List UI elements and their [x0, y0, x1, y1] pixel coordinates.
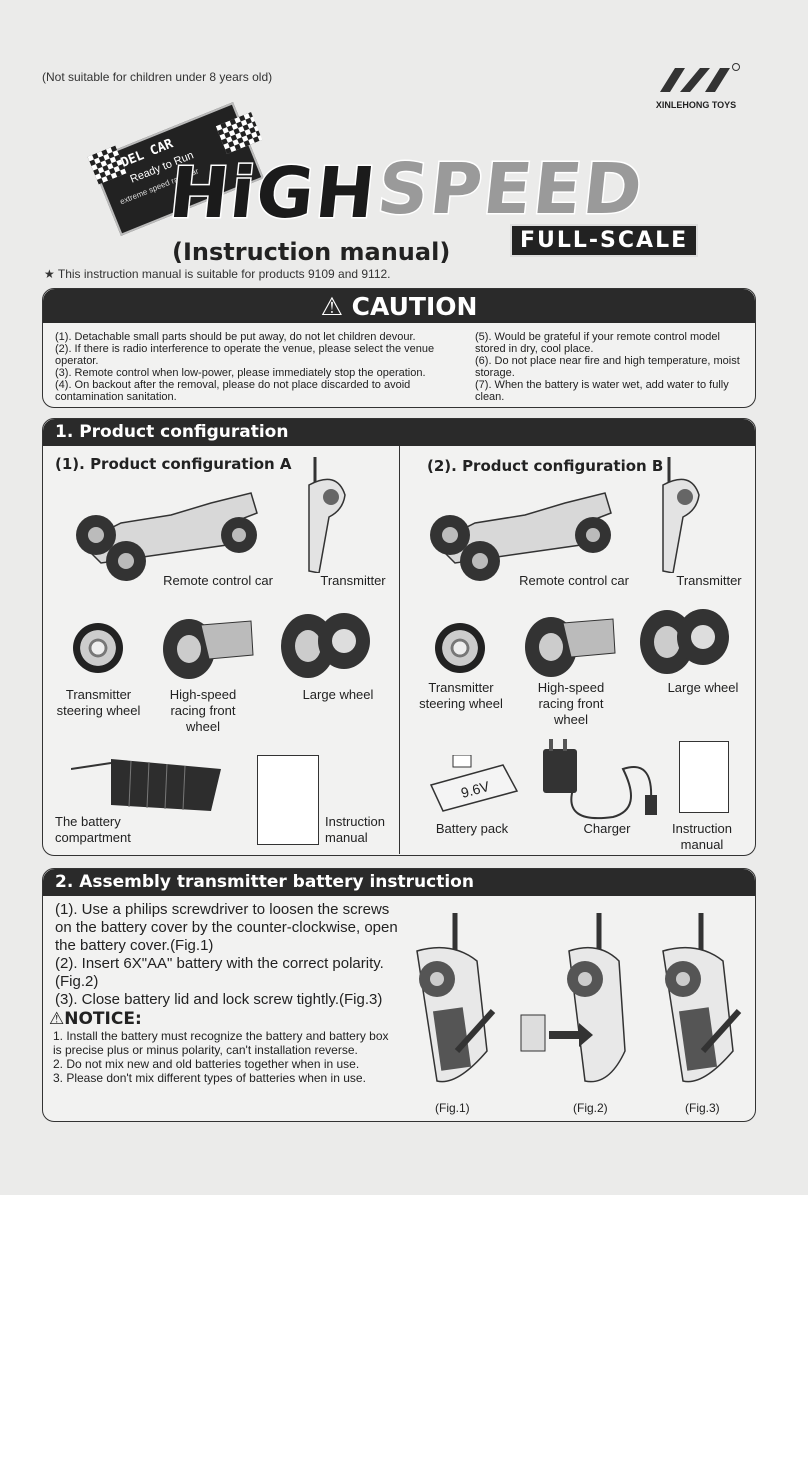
label-large-wheel-a: Large wheel: [302, 687, 374, 702]
label-battery-pack: Battery pack: [435, 821, 509, 836]
battery-voltage-label: 9.6V: [459, 778, 492, 801]
label-steering-wheel-b: Transmitter steering wheel: [419, 680, 503, 711]
steering-wheel-image: [73, 623, 123, 673]
notice-item: 1. Install the battery must recognize th…: [53, 1029, 389, 1057]
fig1-transmitter-image: [416, 913, 496, 1083]
label-charger: Charger: [583, 821, 631, 836]
manual-subtitle: (Instruction manual): [172, 238, 451, 266]
large-wheel-image: [281, 613, 370, 678]
remote-control-car-image: [430, 492, 612, 581]
notice-item: 2. Do not mix new and old batteries toge…: [53, 1057, 360, 1071]
config-b-title: (2). Product configuration B: [427, 457, 664, 475]
products-note: ★ This instruction manual is suitable fo…: [44, 267, 391, 281]
label-steering-wheel-a: Transmitter steering wheel: [56, 687, 141, 718]
steering-wheel-image: [435, 623, 485, 673]
charger-image: [543, 739, 657, 820]
section1-title: 1. Product configuration: [55, 422, 289, 442]
fig2-caption: (Fig.2): [573, 1101, 608, 1115]
product-configuration-box: 1. Product configuration (1). Product co…: [42, 418, 756, 856]
title-high: HiGH: [164, 151, 382, 236]
caution-item: (4). On backout after the removal, pleas…: [55, 379, 411, 403]
age-notice: (Not suitable for children under 8 years…: [42, 70, 273, 84]
label-front-wheel-b: High-speed racing front wheel: [537, 680, 605, 727]
remote-control-car-image: [76, 492, 258, 581]
transmitter-image: [662, 457, 700, 573]
label-remote-control-car-b: Remote control car: [519, 573, 629, 588]
manual-image: [679, 741, 729, 813]
fig3-caption: (Fig.3): [685, 1101, 720, 1115]
section2-title: 2. Assembly transmitter battery instruct…: [55, 872, 474, 892]
fig1-caption: (Fig.1): [435, 1101, 470, 1115]
caution-item: (1). Detachable small parts should be pu…: [55, 331, 416, 343]
caution-left-list: (1). Detachable small parts should be pu…: [55, 331, 460, 403]
caution-item: (2). If there is radio interference to o…: [55, 343, 435, 367]
label-front-wheel-a: High-speed racing front wheel: [169, 687, 237, 734]
caution-item: (7). When the battery is water wet, add …: [475, 379, 729, 403]
manual-page: (Not suitable for children under 8 years…: [0, 0, 808, 1195]
fig2-transmitter-image: [520, 913, 626, 1083]
caution-header: ⚠ CAUTION: [43, 289, 755, 323]
brand-name: XINLEHONG TOYS: [655, 100, 737, 110]
notice-item: 3. Please don't mix different types of b…: [53, 1071, 366, 1085]
large-wheel-image: [640, 609, 729, 674]
label-remote-control-car-a: Remote control car: [163, 573, 273, 588]
label-manual-a: Instruction manual: [325, 814, 385, 845]
section2-header: 2. Assembly transmitter battery instruct…: [43, 869, 755, 896]
transmitter-image: [308, 457, 346, 573]
fig3-transmitter-image: [662, 913, 742, 1083]
title-speed: SPEED: [372, 147, 649, 232]
title-full-scale: FULL-SCALE: [510, 224, 699, 257]
battery-pack-image: 9.6V: [429, 755, 519, 812]
instruction-steps: (1). Use a philips screwdriver to loosen…: [55, 901, 400, 1009]
label-transmitter-b: Transmitter: [676, 573, 742, 588]
caution-box: ⚠ CAUTION (1). Detachable small parts sh…: [42, 288, 756, 408]
label-transmitter-a: Transmitter: [320, 573, 386, 588]
caution-item: (3). Remote control when low-power, plea…: [55, 367, 426, 379]
battery-instruction-box: 2. Assembly transmitter battery instruct…: [42, 868, 756, 1122]
notice-heading: ⚠NOTICE:: [49, 1009, 142, 1029]
caution-item: (5). Would be grateful if your remote co…: [475, 331, 720, 355]
instruction-step: (2). Insert 6X"AA" battery with the corr…: [55, 955, 384, 990]
manual-image: [257, 755, 319, 845]
label-manual-b: Instruction manual: [672, 821, 732, 852]
notice-list: 1. Install the battery must recognize th…: [53, 1029, 393, 1085]
label-large-wheel-b: Large wheel: [667, 680, 739, 695]
instruction-step: (1). Use a philips screwdriver to loosen…: [55, 901, 398, 954]
section1-header: 1. Product configuration: [43, 419, 755, 446]
battery-compartment-image: [71, 759, 221, 811]
instruction-step: (3). Close battery lid and lock screw ti…: [55, 991, 383, 1008]
front-wheel-image: [525, 617, 616, 677]
brand-logo: XINLEHONG TOYS: [650, 62, 740, 112]
label-battery-compartment: The battery compartment: [55, 814, 131, 845]
warning-icon: ⚠: [49, 1009, 65, 1029]
config-divider: [399, 446, 400, 854]
notice-title: NOTICE:: [64, 1009, 142, 1029]
config-a-title: (1). Product configuration A: [55, 455, 292, 473]
caution-right-list: (5). Would be grateful if your remote co…: [475, 331, 743, 403]
caution-title: ⚠ CAUTION: [320, 292, 478, 321]
front-wheel-image: [163, 619, 254, 679]
caution-item: (6). Do not place near fire and high tem…: [475, 355, 740, 379]
